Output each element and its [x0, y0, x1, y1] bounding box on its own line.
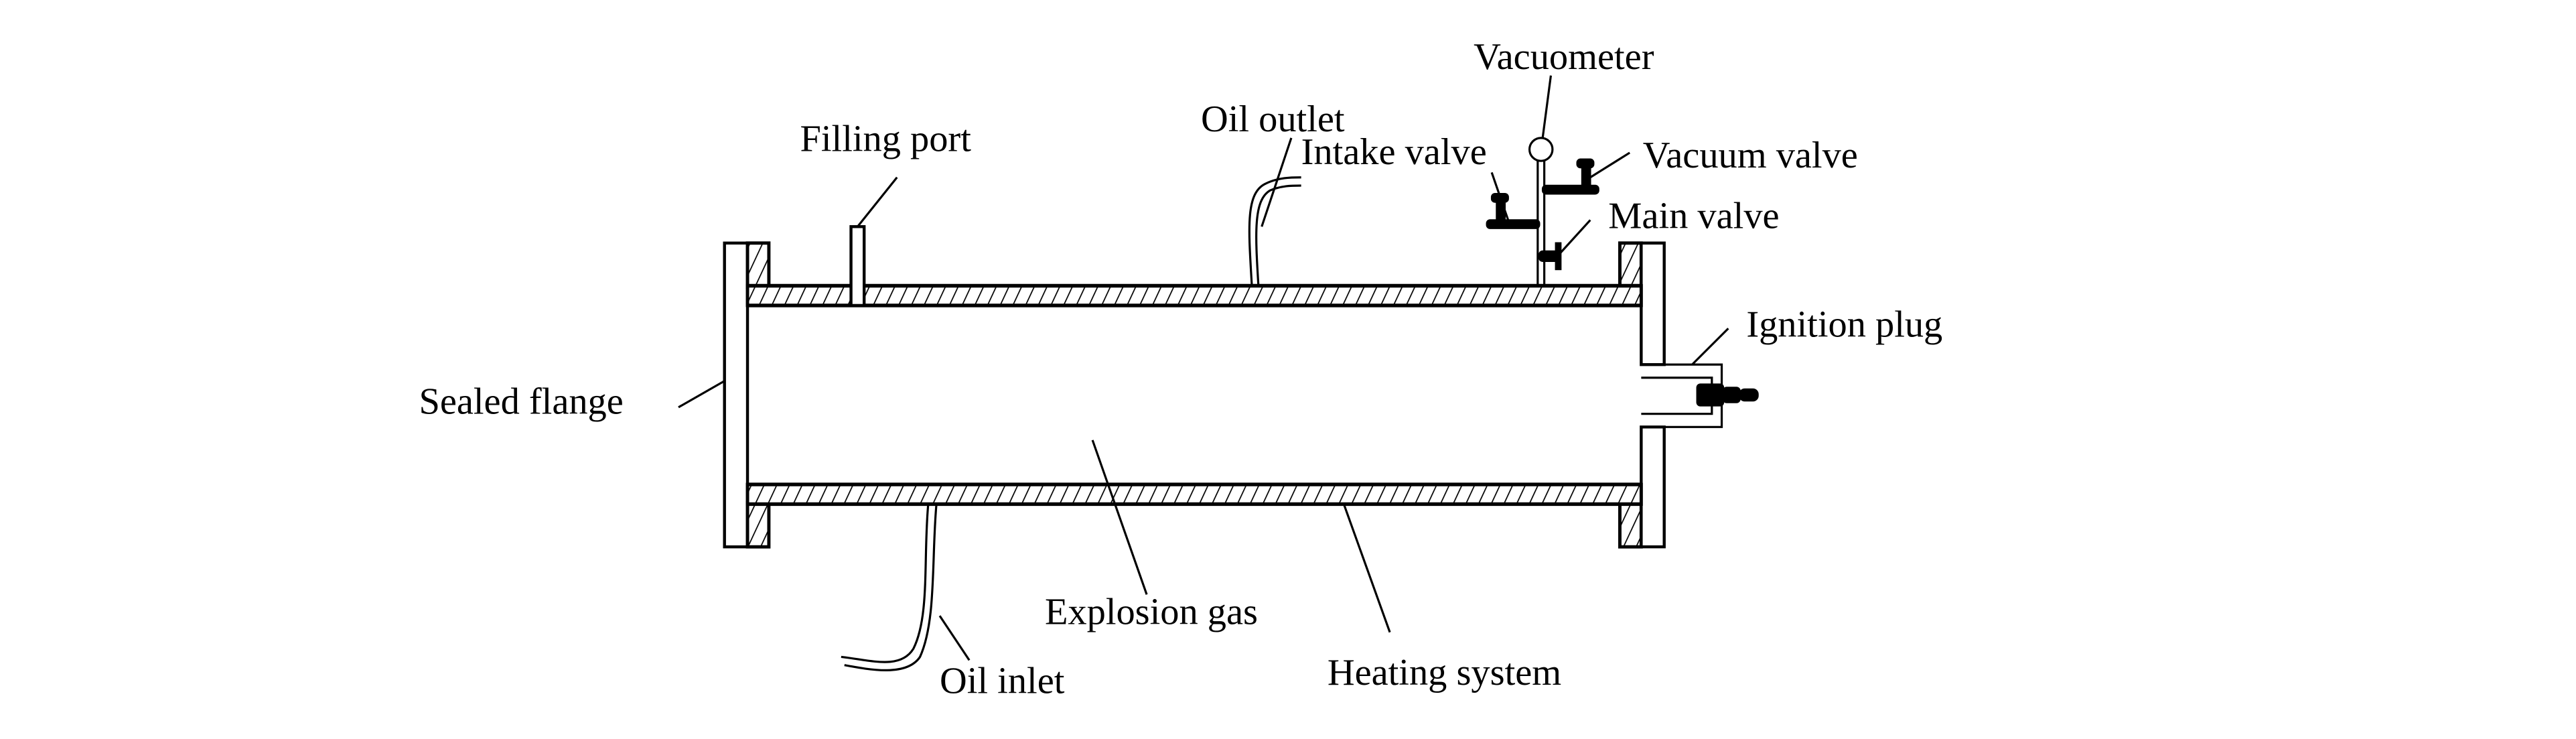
ignition-plug-tip — [1739, 388, 1759, 402]
leader-oil-inlet — [938, 615, 971, 661]
label-heating-system: Heating system — [1328, 652, 1561, 693]
right-flange-collar-bottom — [1618, 500, 1643, 549]
label-ignition-plug: Ignition plug — [1746, 304, 1942, 345]
bottom-heating-wall — [745, 482, 1643, 506]
label-intake-valve: Intake valve — [1301, 131, 1487, 173]
label-explosion-gas: Explosion gas — [1045, 591, 1258, 632]
label-vacuometer: Vacuometer — [1474, 36, 1654, 78]
oil-outlet-pipe-b — [1255, 184, 1301, 286]
ignition-plug-nut — [1722, 387, 1741, 403]
vacuum-valve-handle — [1576, 158, 1595, 169]
vacuometer-gauge-icon — [1528, 137, 1554, 162]
filling-port-pipe — [849, 225, 866, 308]
valve-assembly — [1486, 137, 1599, 286]
leader-sealed-flange — [678, 380, 725, 409]
label-oil-outlet: Oil outlet — [1201, 98, 1345, 140]
label-filling-port: Filling port — [800, 119, 972, 160]
oil-inlet-pipe-b — [844, 504, 938, 671]
label-vacuum-valve: Vacuum valve — [1643, 135, 1858, 176]
intake-valve-bar — [1486, 219, 1541, 229]
leader-explosion-gas — [1091, 440, 1148, 595]
leader-main-valve — [1557, 219, 1591, 257]
top-heating-wall — [745, 284, 1643, 308]
leader-filling-port — [857, 176, 898, 228]
right-flange-collar-top — [1618, 241, 1643, 289]
label-sealed-flange: Sealed flange — [419, 381, 623, 423]
oil-outlet-pipe-a — [1248, 176, 1301, 286]
leader-vacuometer — [1541, 75, 1553, 139]
leader-oil-outlet — [1261, 137, 1293, 227]
right-flange-plate-upper — [1640, 241, 1666, 366]
label-main-valve: Main valve — [1608, 196, 1779, 237]
leader-intake-valve — [1490, 172, 1510, 220]
leader-vacuum-valve — [1589, 151, 1631, 179]
ignition-plug-body — [1696, 383, 1725, 407]
left-flange-collar-top — [745, 241, 771, 289]
left-flange-plate — [723, 241, 749, 549]
leader-ignition-plug — [1691, 328, 1729, 366]
label-oil-inlet: Oil inlet — [940, 660, 1065, 701]
oil-inlet-pipe-a — [841, 504, 930, 663]
ignition-plug — [1641, 363, 1759, 428]
leader-heating-system — [1342, 503, 1391, 633]
leader-lines — [678, 75, 1729, 661]
left-flange-collar-bottom — [745, 500, 771, 549]
right-flange-plate-lower — [1640, 425, 1666, 549]
